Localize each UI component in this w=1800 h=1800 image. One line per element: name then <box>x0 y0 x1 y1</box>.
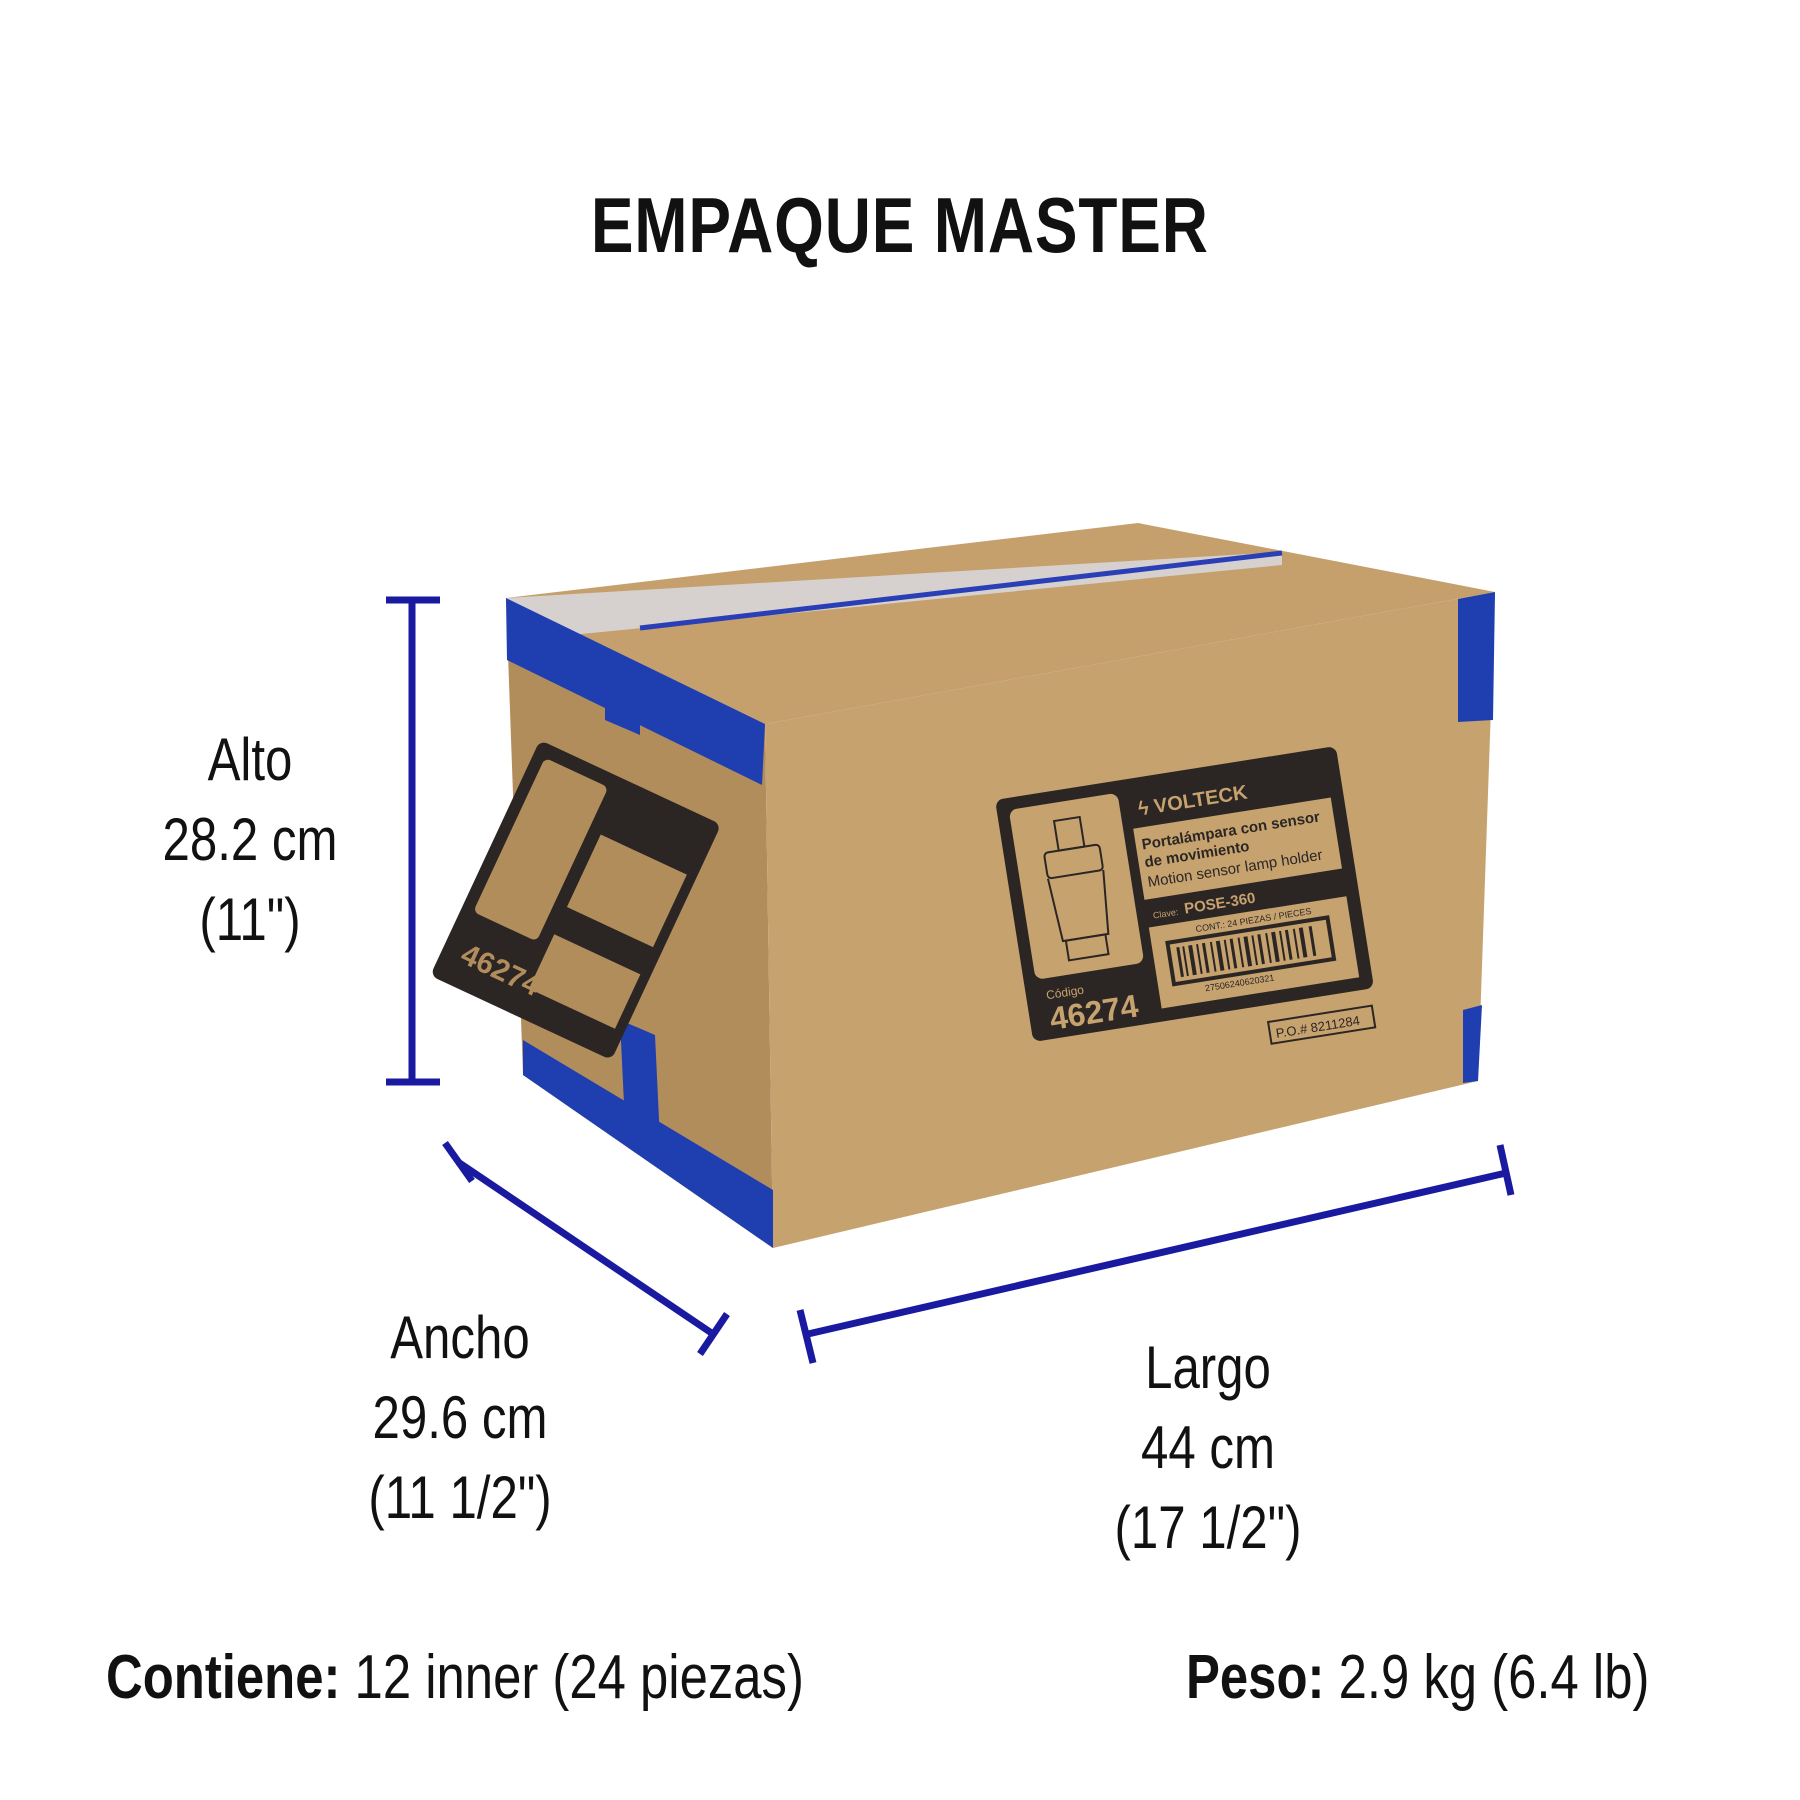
box-top-face <box>506 523 1495 724</box>
ancho-dimension-line <box>442 1140 730 1356</box>
barcode <box>1165 915 1337 987</box>
tape-side-bottom <box>620 1020 660 1140</box>
ancho-label: Ancho <box>390 1304 530 1371</box>
dimension-lines <box>386 596 1515 1364</box>
alto-dimension: Alto 28.2 cm (11") <box>50 720 450 960</box>
weight-value: 2.9 kg (6.4 lb) <box>1338 1643 1650 1712</box>
tape-corner-top-right <box>1458 592 1495 722</box>
ancho-metric: 29.6 cm <box>372 1384 548 1451</box>
largo-label: Largo <box>1145 1334 1271 1401</box>
tape-top-stripe <box>639 550 1283 631</box>
largo-imperial: (17 1/2") <box>1114 1494 1302 1561</box>
tape-corner-bottom-right <box>1463 1005 1482 1083</box>
tape-corner-bottom-left <box>523 1040 773 1248</box>
front-label: Código 46274 ϟ VOLTECK Portalámpara con … <box>996 747 1377 1045</box>
largo-metric: 44 cm <box>1141 1414 1275 1481</box>
alto-label: Alto <box>207 726 293 793</box>
largo-dimension-line <box>796 1144 1515 1364</box>
codigo-label: Código <box>1045 982 1085 1002</box>
alto-dimension-line <box>386 596 440 1086</box>
largo-dimension: Largo 44 cm (17 1/2") <box>1008 1328 1408 1568</box>
weight-info: Peso: 2.9 kg (6.4 lb) <box>1186 1642 1649 1713</box>
side-label: 46274 <box>432 742 719 1058</box>
contents-value: 12 inner (24 piezas) <box>354 1643 804 1712</box>
barcode-bars <box>1176 926 1317 978</box>
weight-label: Peso: <box>1186 1643 1325 1712</box>
page-title: EMPAQUE MASTER <box>591 181 1209 269</box>
contents-label: Contiene: <box>106 1643 341 1712</box>
alto-metric: 28.2 cm <box>162 806 338 873</box>
contents-info: Contiene: 12 inner (24 piezas) <box>106 1642 804 1713</box>
ancho-dimension: Ancho 29.6 cm (11 1/2") <box>260 1298 660 1538</box>
alto-imperial: (11") <box>199 886 301 953</box>
clave-label: Clave: <box>1152 907 1179 921</box>
ancho-imperial: (11 1/2") <box>368 1464 552 1531</box>
tape-side-vertical <box>605 650 640 735</box>
lamp-holder-drawing <box>1043 815 1110 962</box>
